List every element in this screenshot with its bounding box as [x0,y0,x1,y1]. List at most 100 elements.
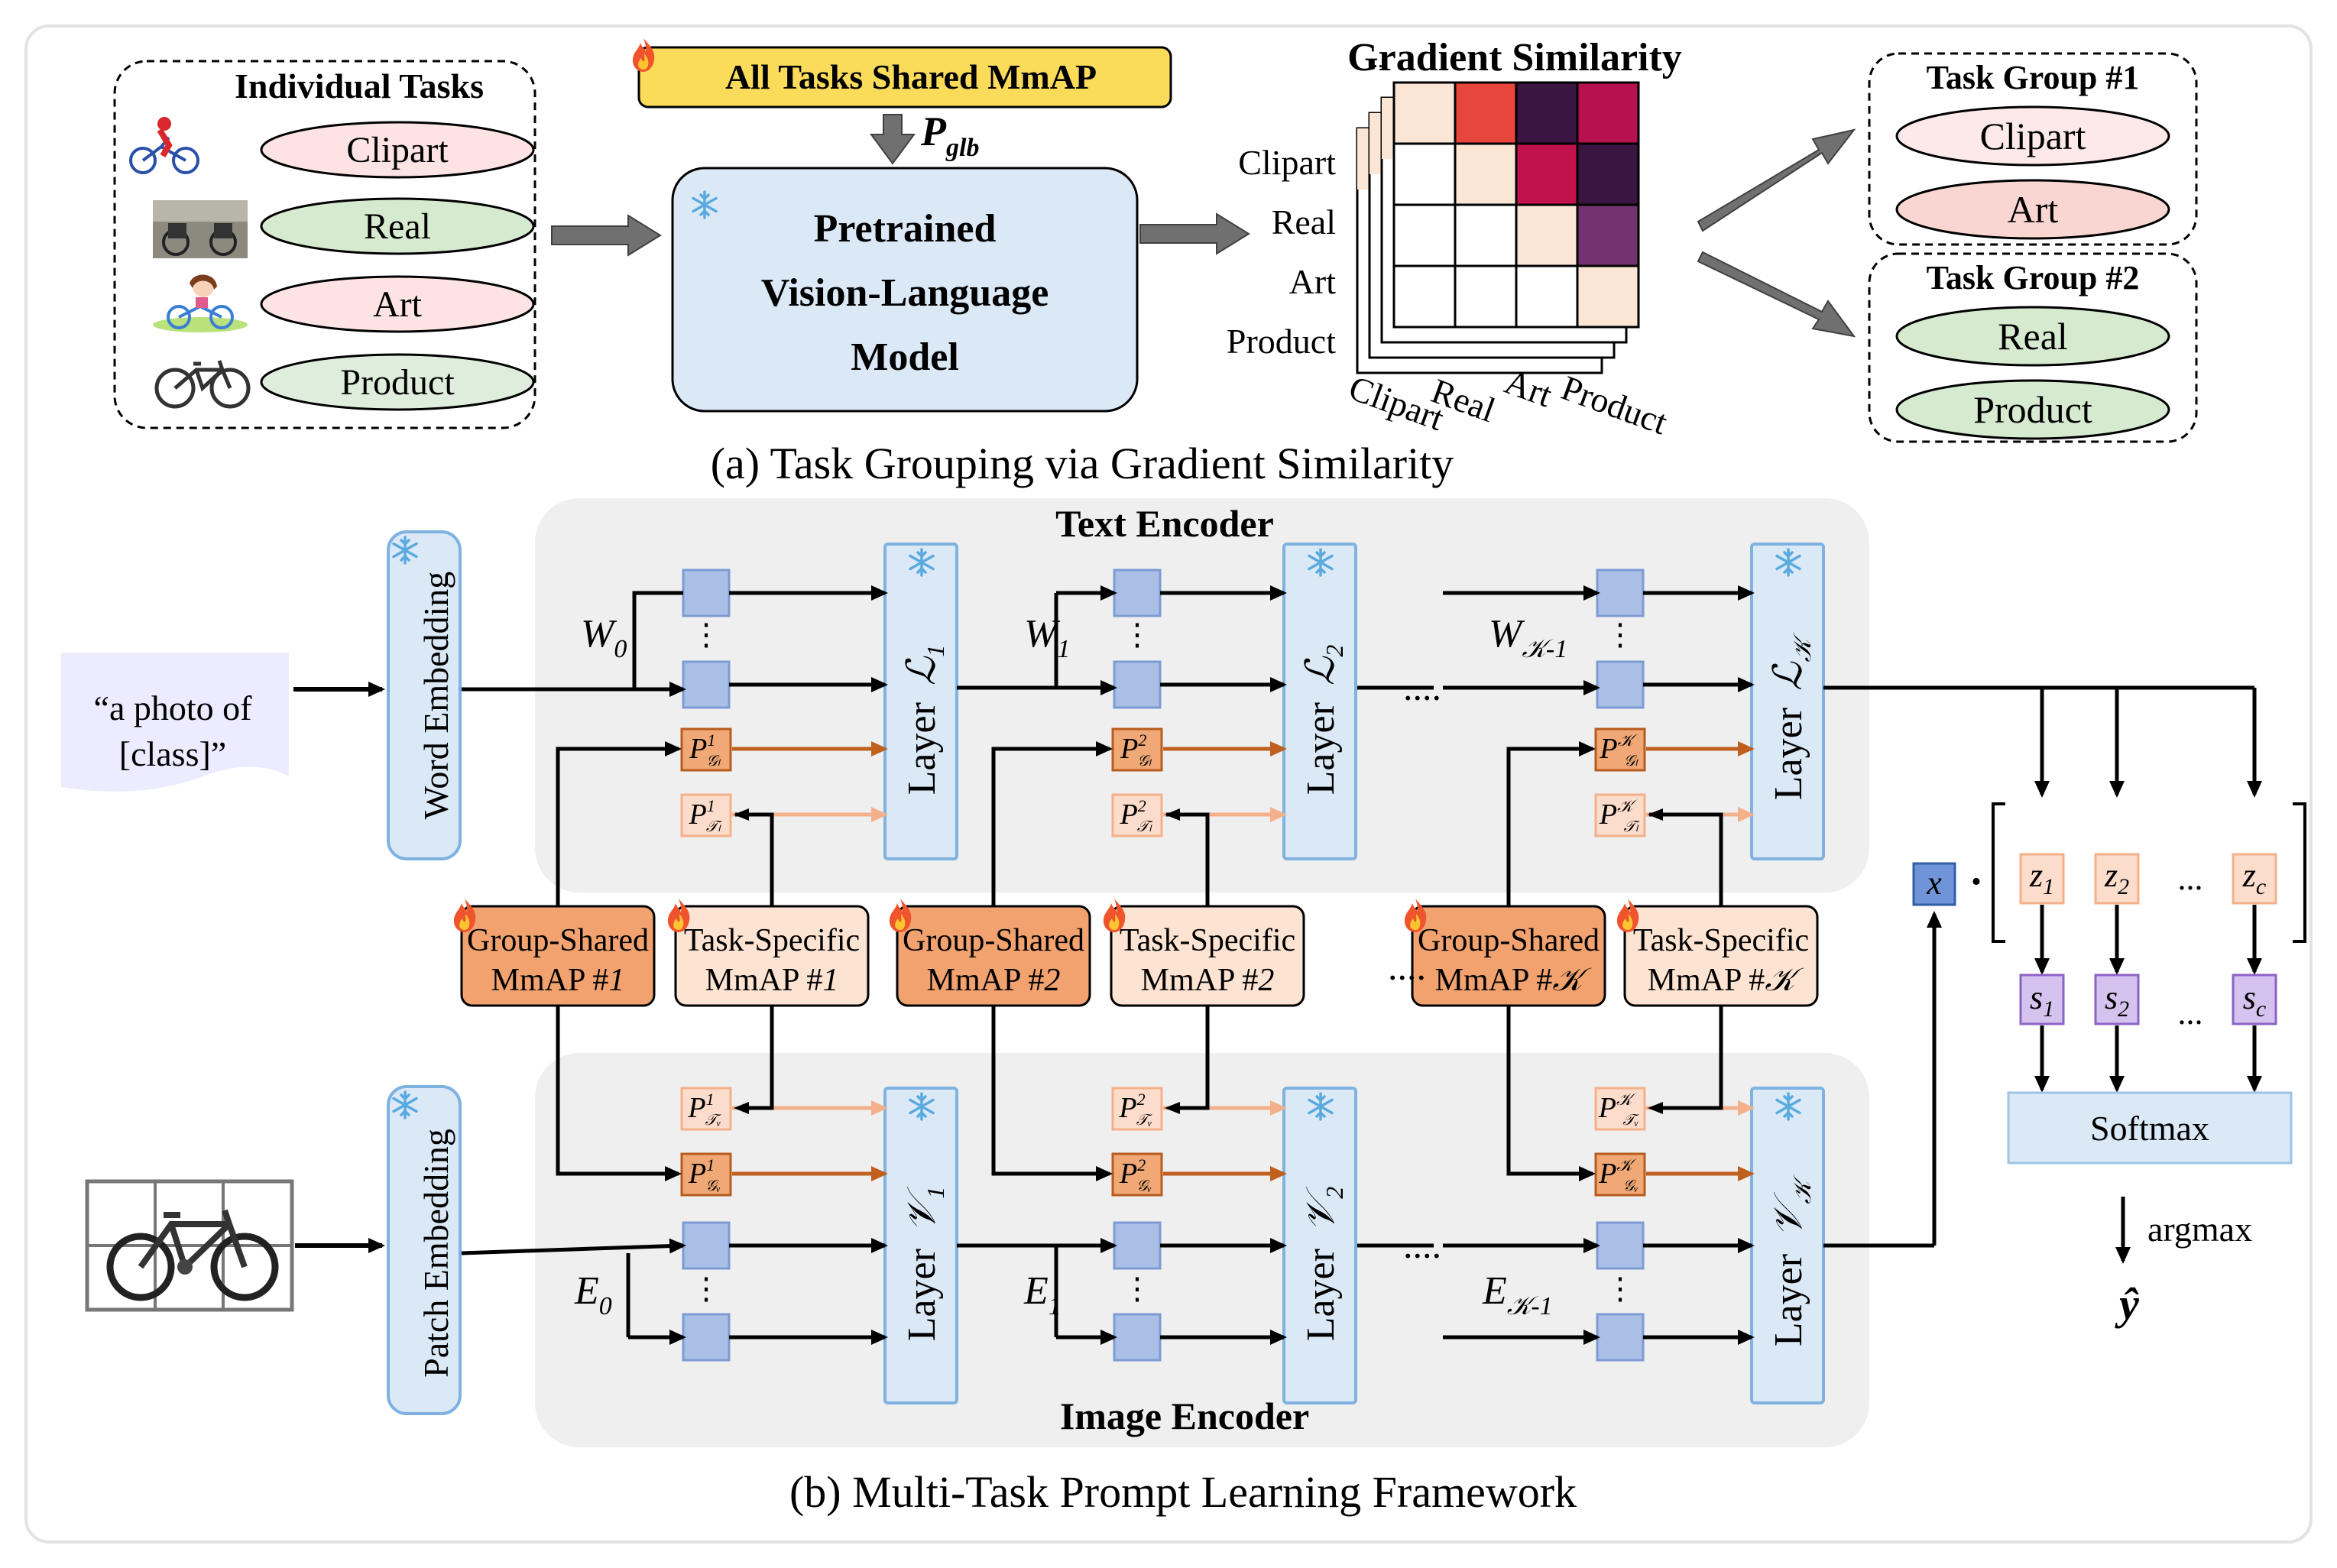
z-logit-box [2019,853,2065,905]
encoder-layer-block [1282,1087,1357,1404]
task-label: Real [364,206,431,247]
svg-text:Pretrained: Pretrained [814,207,997,251]
group-item-ellipse [1895,179,2170,240]
svg-text:MmAP #2: MmAP #2 [927,963,1061,998]
encoder-layer-block [1282,543,1357,860]
svg-text:Task-Specific: Task-Specific [1120,923,1295,958]
svg-text:Patch Embedding: Patch Embedding [417,1129,455,1378]
svg-text:W0: W0 [581,612,627,663]
svg-text:MmAP #𝒦: MmAP #𝒦 [1435,963,1593,998]
token-embedding [1596,569,1645,617]
group-item-label: Product [1973,388,2092,431]
text-encoder-panel [535,498,1869,893]
task-prompt-box [1594,1087,1646,1131]
y-hat: ŷ [2115,1279,2139,1329]
svg-text:s1: s1 [2030,979,2054,1022]
group-item-label: Art [2008,188,2059,231]
task-ellipse-art [260,275,535,333]
svg-text:Group-Shared: Group-Shared [467,923,649,958]
svg-text:W1: W1 [1024,612,1070,663]
svg-text:Group-Shared: Group-Shared [903,923,1084,958]
token-embedding [1596,1221,1645,1270]
token-embedding [1596,1313,1645,1362]
task-ellipse-clipart [260,121,535,179]
group-prompt-box [680,1152,732,1197]
heatmap-cell [1392,264,1457,329]
softmax-block [2007,1091,2293,1165]
svg-text:⋮: ⋮ [691,1272,721,1306]
encoder-layer-block [883,543,958,860]
task-label: Art [373,284,423,325]
task-prompt-box [1594,793,1646,837]
svg-text:...: ... [2178,860,2203,897]
s-score-box [2019,974,2065,1025]
token-embedding [682,1221,731,1270]
ellipsis-label: .. [1373,49,1383,73]
svg-text:MmAP #2: MmAP #2 [1141,963,1275,998]
task-ellipse-product [260,353,535,411]
svg-text:“a photo of: “a photo of [94,688,253,727]
group-prompt-box [1111,727,1163,772]
girl-bike-cartoon-icon [153,274,248,332]
svg-text:....: .... [1403,1223,1441,1266]
task-prompt-box [680,1087,732,1131]
encoder-layer-block [883,1087,958,1404]
svg-text:E0: E0 [574,1269,612,1320]
group-item-label: Clipart [1980,115,2086,157]
heatmap-cell [1576,264,1640,329]
svg-text:Layer𝒱2: Layer𝒱2 [1299,1187,1348,1342]
heatmap-row-label: Art [1289,262,1337,301]
svg-text:Layer𝒱1: Layer𝒱1 [900,1187,949,1342]
svg-text:zc: zc [2242,857,2266,899]
svg-text:All Tasks Shared MmAP: All Tasks Shared MmAP [725,57,1097,96]
bicycle-sketch-icon [154,360,251,409]
svg-text:....: .... [1388,945,1426,988]
prompt-text-note [61,653,289,792]
s-score-box [2094,974,2140,1025]
group-item-ellipse [1895,379,2170,440]
svg-text:W𝒦-1: W𝒦-1 [1489,612,1567,663]
group-item-ellipse [1895,105,2170,167]
svg-text:Task-Specific: Task-Specific [1633,923,1809,958]
token-embedding [1113,569,1162,617]
heatmap-cell [1454,264,1518,329]
group-prompt-box [1594,1152,1646,1197]
z-logit-box [2232,853,2277,905]
svg-text:Layer𝒱𝒦: Layer𝒱𝒦 [1767,1174,1816,1347]
heatmap-row-label: Real [1272,202,1336,241]
argmax-label: argmax [2147,1210,2252,1249]
svg-text:MmAP #𝒦: MmAP #𝒦 [1648,963,1805,998]
token-embedding [682,660,731,709]
svg-text:z2: z2 [2104,857,2129,899]
svg-text:·: · [1969,858,1984,905]
svg-text:⋮: ⋮ [1605,1272,1635,1306]
heatmap-cell [1515,142,1579,206]
svg-text:Layerℒ1: Layerℒ1 [900,645,949,795]
task-group-title: Task Group #2 [1927,259,2140,296]
image-encoder-title: Image Encoder [1060,1395,1309,1437]
heatmap-cell [1392,81,1457,145]
svg-text:....: .... [1403,666,1441,708]
svg-text:E1: E1 [1023,1269,1062,1320]
heatmap-cell [1515,203,1579,267]
svg-text:MmAP #1: MmAP #1 [705,963,839,998]
task-ellipse-real [260,197,535,255]
text-encoder-title: Text Encoder [1055,502,1274,545]
s-score-box [2232,974,2277,1025]
svg-text:Task-Specific: Task-Specific [684,923,860,958]
svg-text:⋮: ⋮ [691,617,721,652]
svg-text:sc: sc [2243,979,2266,1022]
task-label: Product [340,362,455,403]
token-embedding [682,1313,731,1362]
heatmap-cell [1515,81,1579,145]
svg-text:...: ... [2178,994,2203,1032]
svg-text:E𝒦-1: E𝒦-1 [1482,1269,1553,1320]
gradient-similarity-title: Gradient Similarity [1347,36,1682,79]
svg-text:Model: Model [851,335,959,379]
heatmap-cell [1454,203,1518,267]
svg-text:⋮: ⋮ [1122,1272,1152,1306]
